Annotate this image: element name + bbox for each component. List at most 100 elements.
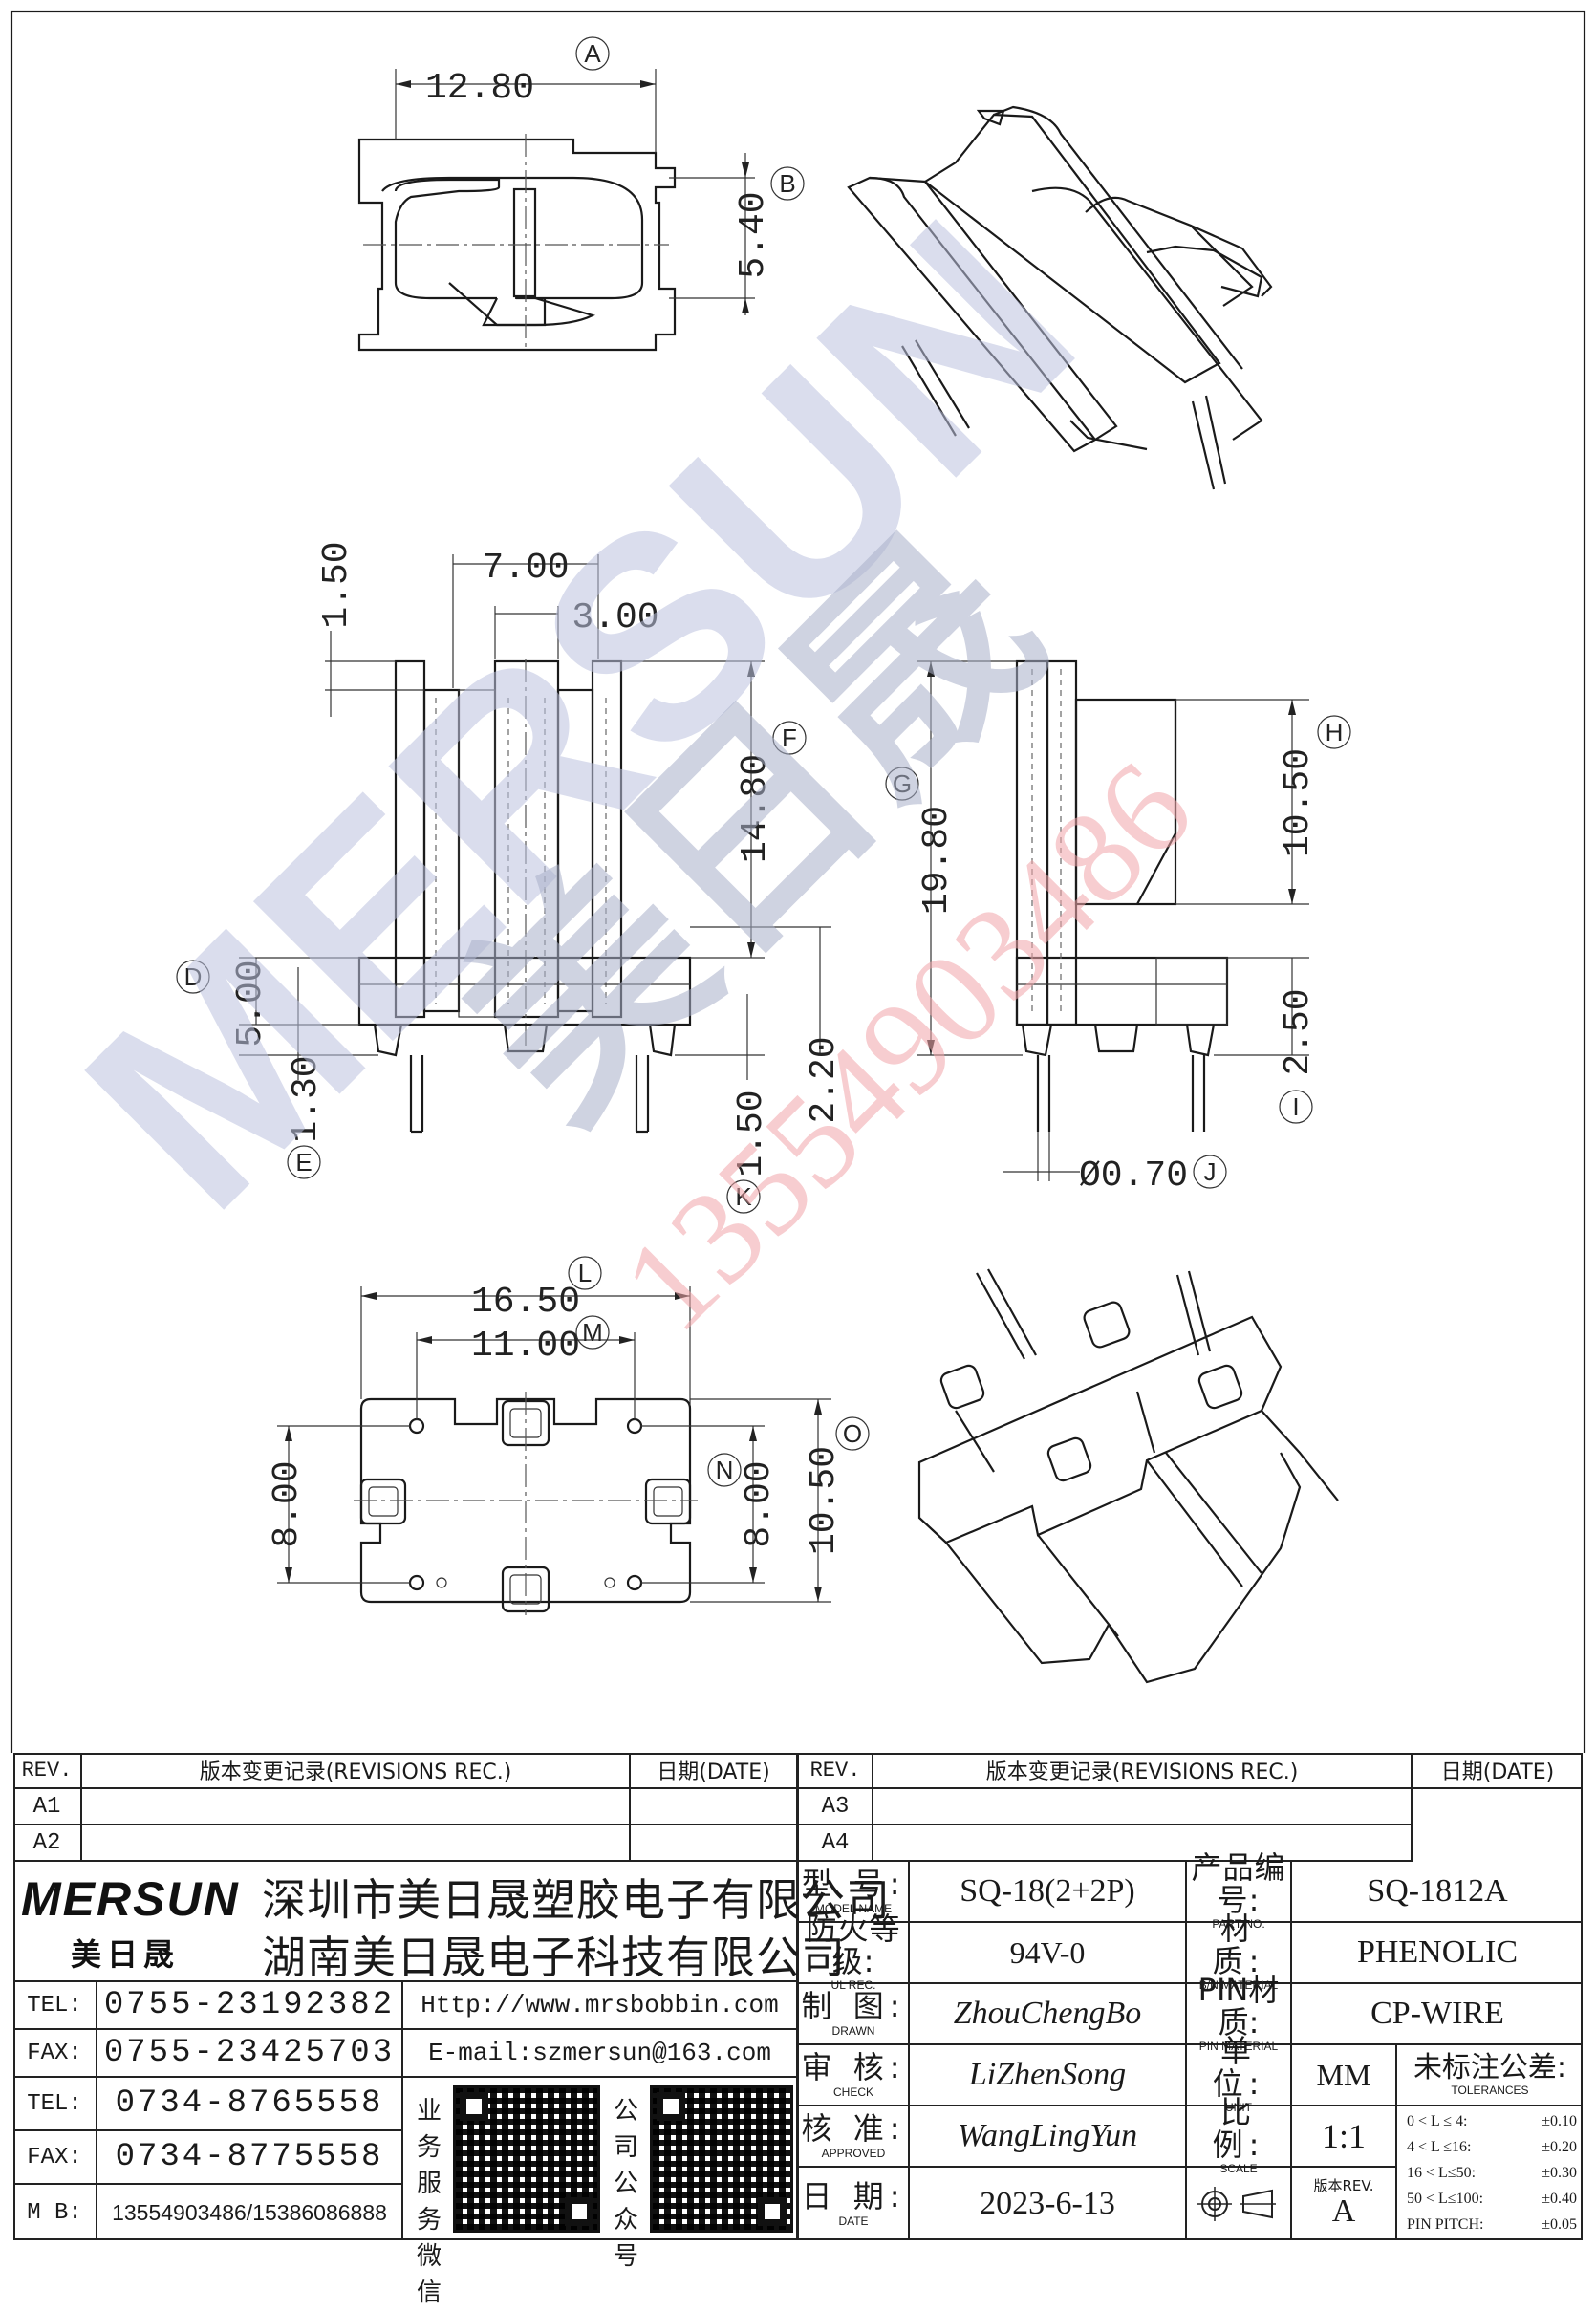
marker-h: H — [1326, 718, 1344, 746]
unit-label: 单 位: — [1212, 2033, 1265, 2102]
contact-value-0: 0755-23192382 — [97, 1982, 403, 2030]
qr-business-label-0: 业务 — [416, 2097, 442, 2162]
contact-label-4: M B: — [13, 2185, 97, 2240]
side-view: 19.80 10.50 2.50 Ø0.70 G H I J — [885, 659, 1351, 1197]
marker-n: N — [716, 1456, 734, 1484]
dim-front-pin-stub: 1.50 — [731, 1090, 772, 1177]
check-value: LiZhenSong — [910, 2045, 1187, 2106]
model-sub: MODEL NAME — [814, 1901, 893, 1915]
rev-right-a3: A3 — [799, 1789, 873, 1825]
approved-sub: APPROVED — [821, 2146, 886, 2160]
iso-view-top — [847, 105, 1273, 490]
public-account-qr-icon[interactable] — [650, 2085, 793, 2233]
drawn-label: 制 图: — [801, 1987, 906, 2024]
dim-bottom-left-height: 8.00 — [267, 1460, 308, 1547]
email[interactable]: E-mail:szmersun@163.com — [403, 2030, 799, 2078]
rev-right-a4: A4 — [799, 1825, 873, 1862]
marker-i: I — [1292, 1092, 1299, 1121]
drawing-area: 12.80 5.40 A B — [10, 10, 1586, 1753]
material-sub: B/N MATERIAL — [1198, 1978, 1279, 1993]
contact-value-3: 0734-8775558 — [97, 2131, 403, 2185]
part-label: 产品编号: — [1191, 1849, 1286, 1918]
dim-bottom-pin-span: 11.00 — [471, 1326, 580, 1367]
pin-sub: PIN MATERIAL — [1198, 2040, 1279, 2054]
unit-value: MM — [1292, 2045, 1397, 2106]
marker-j: J — [1204, 1157, 1217, 1186]
front-view: 7.00 3.00 1.50 14.80 5.00 1.30 1.50 2.20… — [176, 541, 845, 1214]
contact-label-0: TEL: — [13, 1982, 97, 2030]
qr-business-label-2: 微信 — [416, 2242, 442, 2307]
marker-o: O — [843, 1419, 862, 1448]
rev-right-col-date: 日期(DATE) — [1413, 1753, 1583, 1789]
business-wechat-qr-icon[interactable] — [453, 2085, 600, 2233]
dim-front-pin-offset: 1.30 — [286, 1055, 327, 1142]
tol-value-1: ±0.20 — [1542, 2139, 1577, 2155]
drawn-value: ZhouChengBo — [910, 1984, 1187, 2045]
dim-bottom-right-height: 8.00 — [739, 1460, 780, 1547]
marker-d: D — [184, 962, 203, 991]
marker-l: L — [578, 1259, 592, 1287]
rev-left-col-rec: 版本变更记录(REVISIONS REC.) — [82, 1753, 631, 1789]
material-label: 材 质: — [1212, 1911, 1265, 1979]
marker-m: M — [582, 1318, 603, 1347]
scale-label: 比 例: — [1212, 2094, 1265, 2163]
model-label: 型 号: — [801, 1865, 906, 1902]
qr-public-label-1: 公众 — [613, 2170, 638, 2235]
tol-value-0: ±0.10 — [1542, 2113, 1577, 2129]
dim-pin-diameter: Ø0.70 — [1079, 1156, 1188, 1197]
ul-label: 防火等级: — [806, 1911, 901, 1979]
rev-value: A — [1331, 2193, 1356, 2230]
dim-top-height: 5.40 — [733, 191, 774, 278]
ul-sub: UL REC. — [830, 1978, 876, 1993]
date-label: 日 期: — [801, 2177, 906, 2214]
rev-left-col-rev: REV. — [13, 1753, 82, 1789]
dim-front-winding: 14.80 — [735, 754, 776, 863]
dim-side-upper: 10.50 — [1278, 748, 1319, 857]
website[interactable]: Http://www.mrsbobbin.com — [403, 1982, 799, 2030]
drawn-sub: DRAWN — [831, 2023, 875, 2038]
tolerance-sub: TOLERANCES — [1451, 2084, 1529, 2098]
iso-view-bottom — [917, 1268, 1339, 1684]
qr-public-label-2: 号 — [613, 2242, 638, 2271]
part-value: SQ-1812A — [1292, 1862, 1583, 1923]
tol-range-0: 0 < L ≤ 4: — [1407, 2113, 1468, 2129]
watermark: MERSUN 美日晟 13554903486 — [27, 161, 1220, 1359]
marker-k: K — [735, 1182, 752, 1211]
contact-value-4: 13554903486/15386086888 — [97, 2185, 403, 2240]
company-name-1: 深圳市美日晟塑胶电子有限公司 — [262, 1874, 891, 1926]
tol-range-2: 16 < L≤50: — [1407, 2165, 1477, 2181]
tol-value-4: ±0.05 — [1542, 2216, 1577, 2233]
dim-front-flange-top: 1.50 — [316, 541, 357, 628]
rev-left-a2: A2 — [13, 1825, 82, 1862]
bottom-view: 16.50 11.00 8.00 8.00 10.50 L M N O — [267, 1256, 870, 1615]
marker-g: G — [893, 769, 912, 798]
tolerance-title: 未标注公差: — [1413, 2050, 1567, 2084]
dim-front-base-depth: 2.20 — [804, 1036, 845, 1123]
rev-left-col-date: 日期(DATE) — [631, 1753, 799, 1789]
sheet-border — [10, 10, 1586, 1753]
dim-front-span: 7.00 — [482, 548, 569, 589]
check-sub: CHECK — [832, 2084, 873, 2099]
company-name-2: 湖南美日晟电子科技有限公司 — [262, 1932, 846, 1983]
qr-business-label-1: 服务 — [416, 2170, 442, 2235]
dim-front-base: 5.00 — [230, 960, 271, 1047]
rev-right-col-rec: 版本变更记录(REVISIONS REC.) — [873, 1753, 1413, 1789]
approved-label: 核 准: — [801, 2109, 906, 2147]
approved-value: WangLingYun — [910, 2106, 1187, 2168]
tol-value-3: ±0.40 — [1542, 2191, 1577, 2207]
scale-value: 1:1 — [1292, 2106, 1397, 2168]
contact-value-2: 0734-8765558 — [97, 2078, 403, 2131]
scale-sub: SCALE — [1219, 2162, 1258, 2176]
dim-bottom-width: 16.50 — [471, 1282, 580, 1323]
material-value: PHENOLIC — [1292, 1923, 1583, 1984]
title-block: REV. 版本变更记录(REVISIONS REC.) 日期(DATE) A1 … — [13, 1753, 1583, 2307]
qr-public-label-0: 公司 — [613, 2097, 638, 2162]
rev-label: 版本REV. — [1313, 2177, 1374, 2195]
contact-label-3: FAX: — [13, 2131, 97, 2185]
rev-right-col-rev: REV. — [799, 1753, 873, 1789]
company-logo-cn: 美日晟 — [71, 1936, 181, 1973]
dim-top-width: 12.80 — [425, 68, 534, 109]
company-logo: MERSUN — [21, 1872, 240, 1926]
projection-symbol-icon — [1187, 2168, 1292, 2240]
dim-side-total: 19.80 — [917, 806, 958, 915]
